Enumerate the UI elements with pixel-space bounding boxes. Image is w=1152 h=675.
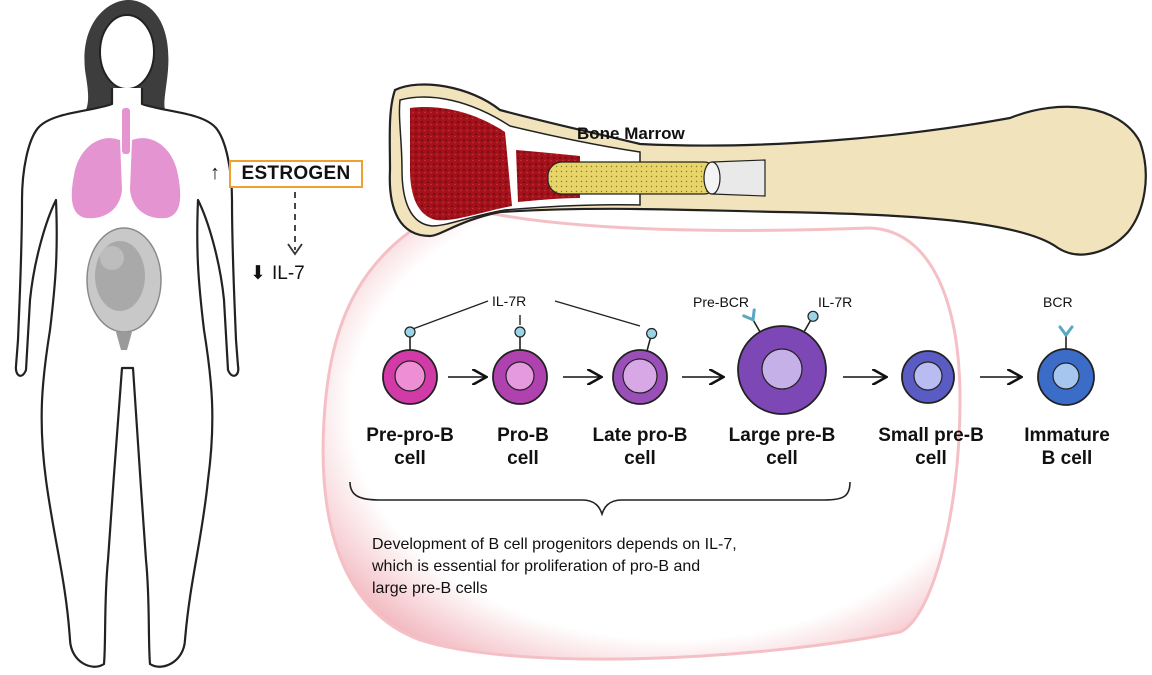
cell-name-line2: cell: [565, 447, 715, 470]
cell-nucleus: [506, 362, 534, 390]
cell-name-line1: Large pre-B: [707, 424, 857, 447]
estrogen-box: ESTROGEN: [229, 160, 363, 188]
cell-name-line2: B cell: [992, 447, 1142, 470]
cell-nucleus: [914, 362, 942, 390]
bone-marrow-label: Bone Marrow: [577, 124, 685, 144]
cell-name-line1: Small pre-B: [856, 424, 1006, 447]
cell-label-large-pre-b: Large pre-B cell: [707, 424, 857, 470]
note-line-2: which is essential for proliferation of …: [372, 556, 737, 578]
cell-name-line1: Late pro-B: [565, 424, 715, 447]
cell-name-line1: Immature: [992, 424, 1142, 447]
il7-down-arrow: ⬇: [250, 262, 266, 286]
body-outline: [16, 88, 238, 667]
immature-b-cell: [1038, 327, 1094, 405]
cell-nucleus: [395, 361, 425, 391]
cell-label-immature-b: Immature B cell: [992, 424, 1142, 470]
il7-label: IL-7: [272, 262, 305, 286]
pre-bcr-label: Pre-BCR: [693, 294, 749, 310]
cell-label-late-pro-b: Late pro-B cell: [565, 424, 715, 470]
note-line-1: Development of B cell progenitors depend…: [372, 534, 737, 556]
estrogen-up-arrow: ↑: [210, 160, 220, 186]
estrogen-label: ESTROGEN: [231, 162, 361, 186]
il7r-group-label: IL-7R: [492, 293, 526, 309]
il7-dependency-note: Development of B cell progenitors depend…: [372, 534, 737, 600]
cell-nucleus: [623, 359, 657, 393]
bcr-label: BCR: [1043, 294, 1073, 310]
cell-nucleus: [1053, 363, 1079, 389]
small-pre-b-cell: [902, 351, 954, 403]
cell-name-line2: cell: [856, 447, 1006, 470]
woman-figure: [16, 0, 238, 667]
cell-name-line2: cell: [707, 447, 857, 470]
cell-nucleus: [762, 349, 802, 389]
bcr-receptor-icon: [1060, 327, 1072, 349]
note-line-3: large pre-B cells: [372, 578, 737, 600]
il7r-large-label: IL-7R: [818, 294, 852, 310]
cell-label-small-pre-b: Small pre-B cell: [856, 424, 1006, 470]
